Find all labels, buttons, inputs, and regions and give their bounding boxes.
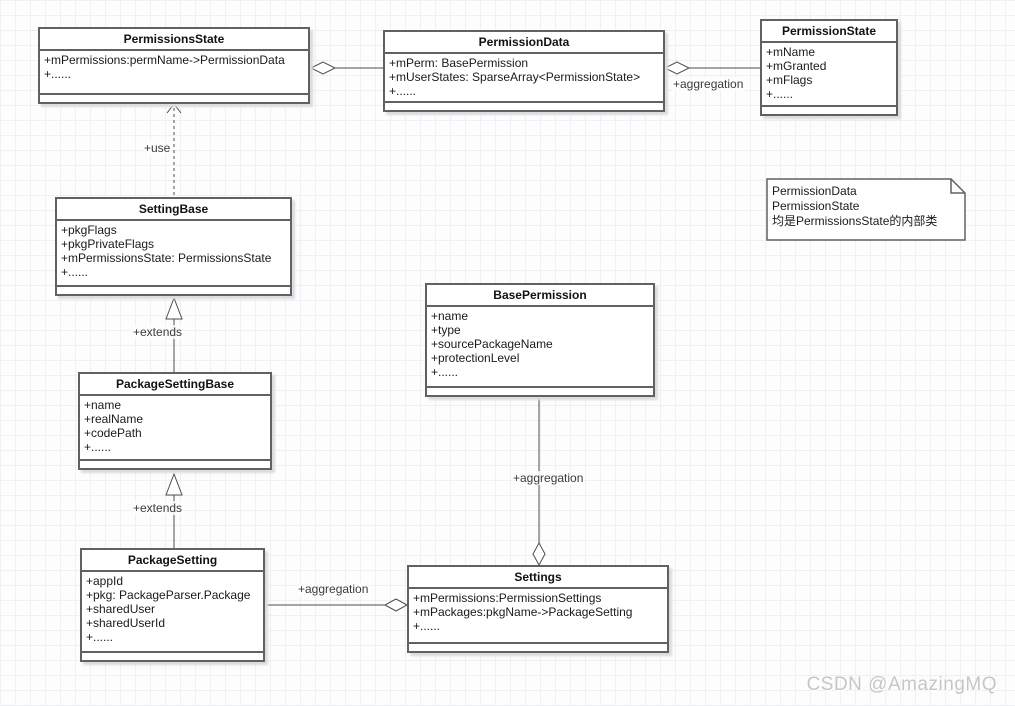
class-methods-empty (57, 287, 290, 294)
class-methods-empty (409, 644, 667, 651)
class-attribute: +mGranted (766, 59, 827, 73)
aggregation-diamond-icon (309, 61, 337, 75)
csdn-watermark: CSDN @AmazingMQ (806, 674, 997, 695)
class-title: SettingBase (57, 199, 290, 221)
class-attribute: +mPermissionsState: PermissionsState (61, 251, 272, 265)
class-attribute: +pkgPrivateFlags (61, 237, 155, 251)
class-attributes: +pkgFlags +pkgPrivateFlags +mPermissions… (57, 221, 290, 287)
class-attributes: +appId +pkg: PackageParser.Package +shar… (82, 572, 263, 653)
uml-class-permissionsstate: PermissionsState +mPermissions:permName-… (38, 27, 310, 104)
uml-class-settingbase: SettingBase +pkgFlags +pkgPrivateFlags +… (55, 197, 292, 296)
class-methods-empty (82, 653, 263, 660)
class-attribute: +...... (84, 440, 112, 454)
class-attribute: +mPermissions:permName->PermissionData (44, 53, 285, 67)
class-title: PackageSettingBase (80, 374, 270, 396)
class-methods-empty (762, 107, 896, 114)
class-attribute: +type (431, 323, 461, 337)
note-line: PermissionState (772, 199, 860, 213)
class-methods-empty (385, 103, 663, 110)
class-attributes: +mPermissions:permName->PermissionData +… (40, 51, 308, 95)
class-attribute: +pkg: PackageParser.Package (86, 588, 251, 602)
edge-label-use: +use (143, 141, 172, 155)
class-attribute: +sourcePackageName (431, 337, 553, 351)
class-attribute: +protectionLevel (431, 351, 520, 365)
edge-label-aggregation: +aggregation (297, 582, 370, 596)
class-methods-empty (80, 461, 270, 468)
class-methods-empty (427, 388, 653, 395)
class-title: PermissionState (762, 21, 896, 43)
aggregation-diamond-icon (532, 541, 546, 567)
uml-class-settings: Settings +mPermissions:PermissionSetting… (407, 565, 669, 653)
note-fold-icon (950, 179, 965, 194)
edge-label-extends: +extends (132, 501, 184, 515)
class-attribute: +...... (413, 619, 441, 633)
class-attribute: +...... (431, 365, 459, 379)
edge-label-extends: +extends (132, 325, 184, 339)
class-attribute: +codePath (84, 426, 142, 440)
uml-class-packagesettingbase: PackageSettingBase +name +realName +code… (78, 372, 272, 470)
class-attribute: +pkgFlags (61, 223, 117, 237)
class-attributes: +mName +mGranted +mFlags +...... (762, 43, 896, 107)
class-attributes: +mPermissions:PermissionSettings +mPacka… (409, 589, 667, 644)
class-attribute: +name (84, 398, 122, 412)
edge-label-aggregation: +aggregation (672, 77, 745, 91)
aggregation-diamond-icon (663, 61, 691, 75)
class-attribute: +...... (766, 87, 794, 101)
class-attribute: +...... (86, 630, 114, 644)
class-attribute: +mName (766, 45, 816, 59)
generalization-triangle-icon (165, 296, 183, 320)
class-title: PackageSetting (82, 550, 263, 572)
generalization-triangle-icon (165, 472, 183, 496)
class-attribute: +sharedUser (86, 602, 156, 616)
class-title: PermissionData (385, 32, 663, 54)
edge-label-aggregation: +aggregation (512, 471, 585, 485)
class-attributes: +name +type +sourcePackageName +protecti… (427, 307, 653, 388)
class-attribute: +...... (44, 67, 72, 81)
uml-class-permissiondata: PermissionData +mPerm: BasePermission +m… (383, 30, 665, 112)
class-attributes: +mPerm: BasePermission +mUserStates: Spa… (385, 54, 663, 103)
aggregation-diamond-icon (383, 598, 409, 612)
class-methods-empty (40, 95, 308, 102)
class-attribute: +...... (389, 84, 417, 98)
class-attribute: +name (431, 309, 469, 323)
class-attribute: +realName (84, 412, 144, 426)
note-line: PermissionData (772, 184, 857, 198)
class-attribute: +appId (86, 574, 124, 588)
uml-note-text: PermissionData PermissionState 均是Permiss… (772, 184, 962, 229)
class-attribute: +...... (61, 265, 89, 279)
class-attribute: +mUserStates: SparseArray<PermissionStat… (389, 70, 641, 84)
class-title: Settings (409, 567, 667, 589)
uml-note-shape (766, 178, 966, 241)
dependency-arrowhead-icon (166, 103, 182, 114)
class-attribute: +mPermissions:PermissionSettings (413, 591, 602, 605)
note-line: 均是PermissionsState的内部类 (772, 214, 938, 228)
uml-class-permissionstate: PermissionState +mName +mGranted +mFlags… (760, 19, 898, 116)
class-attributes: +name +realName +codePath +...... (80, 396, 270, 461)
class-attribute: +mFlags (766, 73, 813, 87)
class-title: PermissionsState (40, 29, 308, 51)
class-attribute: +sharedUserId (86, 616, 166, 630)
class-attribute: +mPackages:pkgName->PackageSetting (413, 605, 633, 619)
class-title: BasePermission (427, 285, 653, 307)
uml-class-packagesetting: PackageSetting +appId +pkg: PackageParse… (80, 548, 265, 662)
uml-class-basepermission: BasePermission +name +type +sourcePackag… (425, 283, 655, 397)
class-attribute: +mPerm: BasePermission (389, 56, 529, 70)
